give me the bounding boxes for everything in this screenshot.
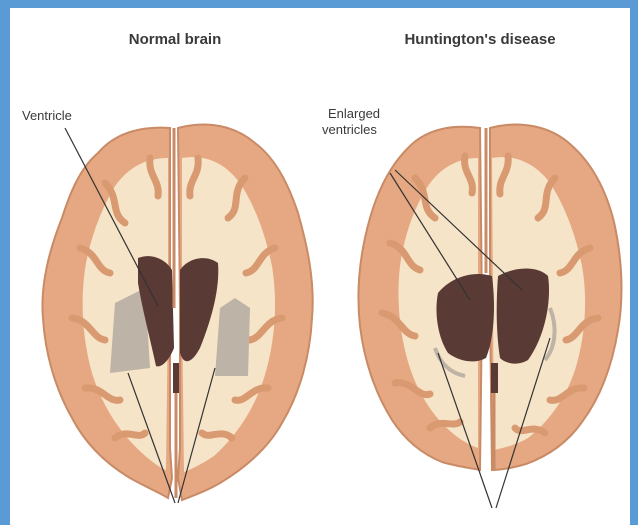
normal-brain: [42, 124, 312, 500]
brain-comparison-diagram: Normal brain Huntington's disease: [10, 8, 630, 525]
normal-midline: [174, 128, 176, 498]
enlarged-ventricles-label-line2: ventricles: [322, 122, 377, 137]
ventricle-label: Ventricle: [22, 108, 72, 123]
normal-third-ventricle: [173, 363, 179, 393]
figure-frame: Normal brain Huntington's disease: [10, 8, 630, 525]
normal-brain-title: Normal brain: [129, 31, 222, 48]
huntingtons-title: Huntington's disease: [404, 31, 555, 48]
normal-right-striatum: [215, 298, 250, 376]
huntingtons-brain: [358, 125, 621, 470]
hd-third-ventricle: [491, 363, 498, 393]
enlarged-ventricles-label-line1: Enlarged: [328, 106, 380, 121]
